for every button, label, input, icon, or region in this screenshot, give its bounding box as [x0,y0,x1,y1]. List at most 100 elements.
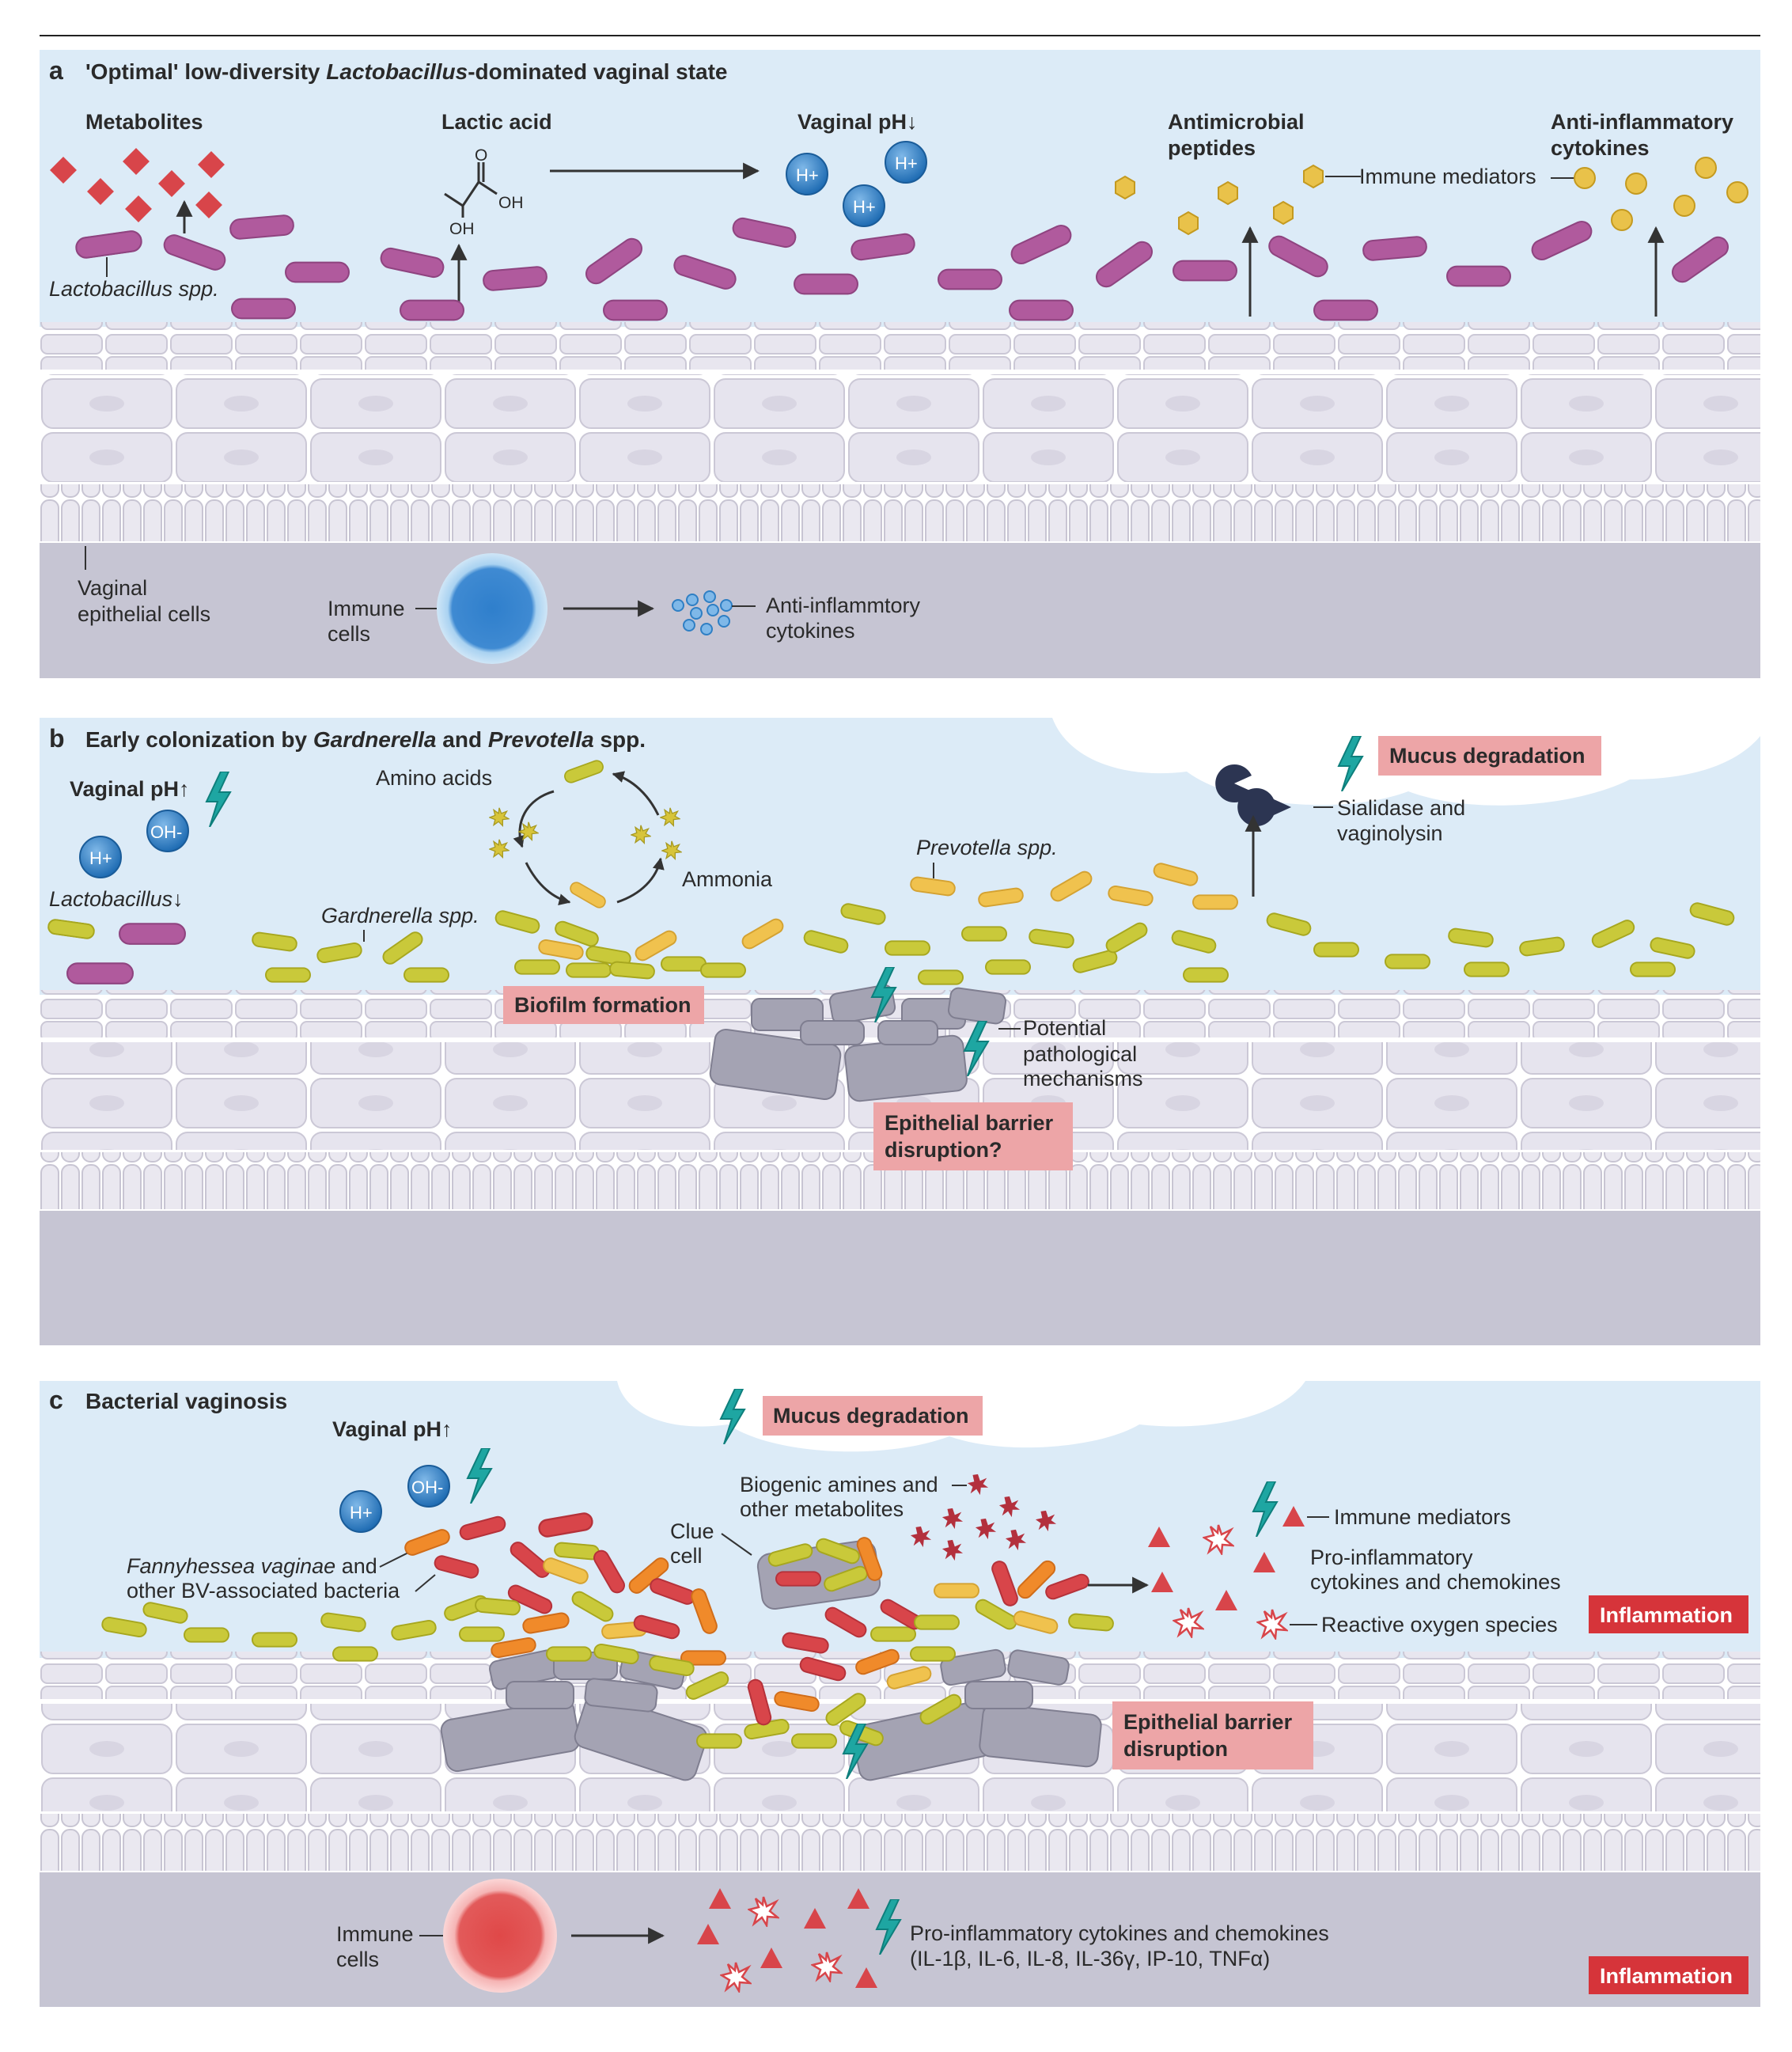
amino-acids-label: Amino acids [376,766,492,790]
potential-label-2: pathological [1023,1042,1137,1066]
epithelial-label-2: epithelial cells [78,602,210,626]
gardnerella-spp-label: Gardnerella spp. [321,904,479,927]
proton-icon [843,184,885,227]
panel-b-submucosa [40,1211,1760,1345]
sialidase-label-1: Sialidase and [1337,796,1465,820]
svg-text:H+: H+ [895,154,918,173]
svg-text:OH-: OH- [411,1477,443,1497]
epithelial-label-1: Vaginal [78,576,147,600]
fannyhessea-label-1: Fannyhessea vaginae and [127,1554,377,1578]
biogenic-label-2: other metabolites [740,1497,904,1521]
proton-icon [339,1490,382,1533]
atom-oh-2: OH [449,220,475,238]
antimicrobial-label-2: peptides [1168,136,1256,160]
hydroxide-icon [407,1465,450,1508]
metabolic-cycle [513,771,665,905]
cytokines-list-label-1: Pro-inflammatory cytokines and chemokine… [910,1921,1329,1945]
panel-a-title: 'Optimal' low-diversity Lactobacillus-do… [85,59,728,84]
immune-mediators-label: Immune mediators [1359,165,1536,188]
clue-cell-label-1: Clue [670,1519,714,1543]
immune-cells-label-2: cells [328,622,370,646]
barrier-disruption-box [1112,1701,1313,1769]
proinflam-label-2: cytokines and chemokines [1310,1570,1561,1594]
immune-cell-blue-icon [437,553,547,664]
panel-a: a 'Optimal' low-diversity Lactobacillus-… [40,50,1760,678]
panel-c: c Bacterial vaginosis Vaginal pH↑ OH- H+… [40,1381,1760,2007]
barrier-question-box [873,1102,1073,1170]
inflammation-box-2 [1589,1956,1748,1994]
proton-icon [786,153,828,195]
potential-label-1: Potential [1023,1016,1106,1040]
svg-text:H+: H+ [796,165,819,185]
metabolites-label: Metabolites [85,110,203,134]
panel-b-damaged-cells [709,984,1007,1102]
anti-inflam-label-1: Anti-inflammatory [1551,110,1733,134]
antimicrobial-peptides [1115,164,1324,236]
barrier-disruption-label-1: Epithelial barrier [1123,1710,1293,1734]
panel-a-epithelium-middle [40,374,1760,482]
barrier-question-label-1: Epithelial barrier [885,1111,1054,1135]
biogenic-label-1: Biogenic amines and [740,1473,938,1496]
barrier-question-label-2: disruption? [885,1138,1002,1162]
anti-inflam-cytokines [1574,157,1748,231]
proinflam-label-1: Pro-inflammatory [1310,1546,1473,1569]
panel-c-submucosa [40,1872,1760,2007]
panel-c-vaginal-ph: Vaginal pH↑ [332,1417,453,1441]
panel-b-letter: b [49,724,65,753]
atom-oh-1: OH [498,194,524,212]
barrier-disruption-label-2: disruption [1123,1737,1228,1761]
svg-text:H+: H+ [350,1503,373,1523]
hydroxide-icon [146,810,189,852]
lactic-acid-label: Lactic acid [441,110,552,134]
potential-label-3: mechanisms [1023,1067,1143,1090]
cytokines-list-label-2: (IL-1β, IL-6, IL-8, IL-36γ, IP-10, TNFα) [910,1947,1270,1970]
panel-a-letter: a [49,56,63,85]
panel-a-basal-cells [40,484,1760,541]
lactobacillus-spp-label: Lactobacillus spp. [49,277,219,301]
proton-icon [79,836,122,878]
ammonia-label: Ammonia [682,867,773,891]
panel-c-mucus-box [763,1396,983,1436]
immune-cells-c-label-2: cells [336,1948,379,1971]
panel-b-vaginal-ph: Vaginal pH↑ [70,777,190,801]
metabolite-diamonds [50,148,225,222]
panel-b: b Early colonization by Gardnerella and … [40,718,1760,1345]
biofilm-box [503,986,704,1024]
ros-label: Reactive oxygen species [1321,1613,1558,1637]
anti-inflam-dots [672,590,733,635]
immune-cells-c-label-1: Immune [336,1922,414,1946]
lactic-acid-structure [444,162,498,218]
sialidase-label-2: vaginolysin [1337,821,1443,845]
panel-c-basal-cells [40,1814,1760,1871]
sialidase-icon [1215,764,1252,802]
lactobacillus-decrease: Lactobacillus↓ [49,887,184,911]
mucus-degradation-box [1378,736,1601,776]
immune-mediators-c-label: Immune mediators [1334,1505,1511,1529]
immune-cell-red-icon [443,1879,557,1993]
panel-c-letter: c [49,1386,63,1414]
inflammation-box-1 [1589,1595,1748,1633]
vaginal-ph-label: Vaginal pH↓ [797,110,918,134]
panel-c-mucus-label: Mucus degradation [773,1404,969,1428]
biofilm-label: Biofilm formation [514,993,691,1017]
inflammation-label-2: Inflammation [1600,1964,1733,1988]
prevotella-spp-label: Prevotella spp. [916,836,1058,859]
panel-a-submucosa [40,543,1760,678]
fannyhessea-label-2: other BV-associated bacteria [127,1579,400,1603]
atom-o: O [475,146,487,165]
mucus-degradation-label: Mucus degradation [1389,744,1586,768]
panel-b-title: Early colonization by Gardnerella and Pr… [85,727,646,752]
svg-text:H+: H+ [89,848,112,868]
proton-group-a: H+ H+ H+ [786,141,927,227]
inflammation-label-1: Inflammation [1600,1603,1733,1627]
anti-inflam-cytokines-label-1: Anti-inflammtory [766,594,921,617]
immune-cells-label-1: Immune [328,597,405,620]
panel-c-title: Bacterial vaginosis [85,1389,287,1413]
clue-cell-label-2: cell [670,1544,703,1568]
anti-inflam-label-2: cytokines [1551,136,1650,160]
anti-inflam-cytokines-label-2: cytokines [766,619,855,643]
svg-text:OH-: OH- [150,822,182,842]
panel-a-epithelium-upper [40,322,1760,370]
proton-icon [885,141,927,184]
